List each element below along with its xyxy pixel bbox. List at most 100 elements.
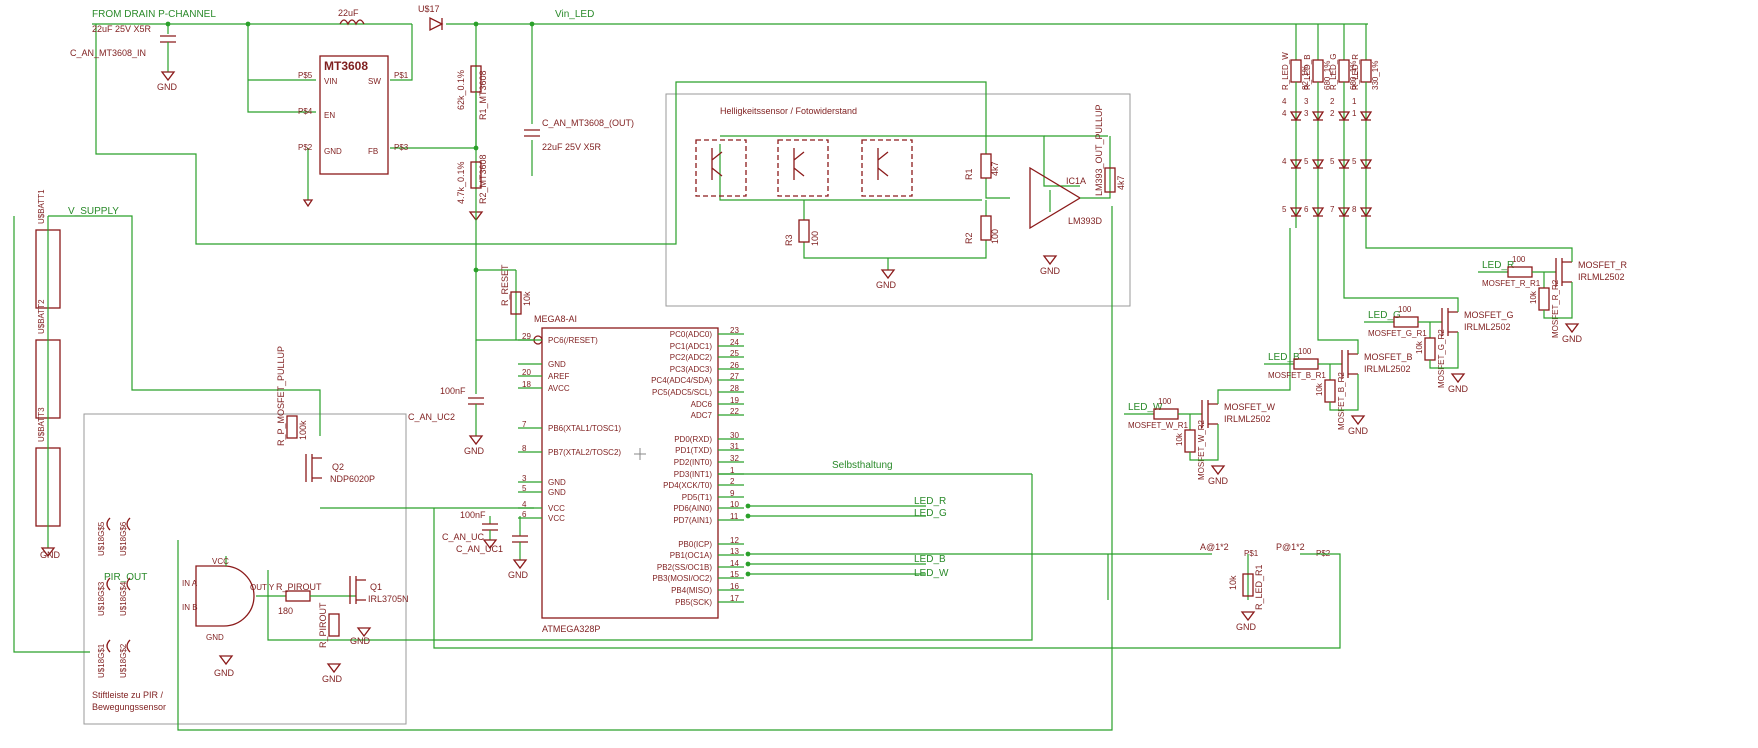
mosfet-part: IRLML2502 [1578,272,1625,282]
cap-uc1-gnd: GND [508,570,529,580]
mcu-right-pin-label: ADC6 [691,400,713,409]
gate-in-a: IN A [182,579,198,588]
mosfet-pulldown-name: MOSFET_W_R2 [1197,419,1206,480]
mcu-left-pin-label: VCC [548,514,565,523]
led-diode-icon [1289,207,1303,218]
led-resistor-name: R_LED_G [1329,54,1338,90]
mosfet-gate-value: 100 [1512,255,1526,264]
connector-b: P@1*2 [1276,542,1305,552]
mcu-right-pin-label: PD2(INT0) [674,458,713,467]
mcu-right-pin-label: PD6(AIN0) [673,504,712,513]
mcu-left-pin-number: 4 [522,500,527,509]
cap-uc1-name: C_AN_UC1 [456,544,503,554]
header-4: U$18G$4 [119,581,128,616]
led-diode-icon [1311,207,1325,218]
mosfet-gate-name: MOSFET_G_R1 [1368,329,1427,338]
net-led-g-mcu: LED_G [914,508,947,519]
gate-gnd-label: GND [214,668,235,678]
and-gate-icon [195,556,286,666]
mosfet-name: MOSFET_G [1464,310,1514,320]
battery-stack [13,215,321,653]
mt3608-pad-3: P$3 [394,143,409,152]
mcu-right-pin-label: PC5(ADC5/SCL) [652,388,712,397]
mt3608-chip [319,55,389,175]
mosfet-gate-name: MOSFET_B_R1 [1268,371,1326,380]
opamp-pullup-name: LM393_OUT_PULLUP [1094,104,1104,196]
mcu-right-pin-label: PB5(SCK) [675,598,712,607]
mcu-wiring [177,206,1341,731]
led-diode-number: 7 [1330,205,1335,214]
mosfet-drain-wire [1365,228,1573,262]
q1-mosfet-icon [349,576,372,638]
led-diode-icon [1289,111,1303,122]
q2-pullup-name: R_P_MOSFET_PULLUP [276,346,286,446]
gate-gnd: GND [206,633,224,642]
cap-in [160,35,176,82]
mt3608-pin-en: EN [324,111,335,120]
led-resistor [1338,59,1350,83]
mosfet-gnd-icon [1450,373,1466,384]
mt3608-pin-fb: FB [368,147,378,156]
cap-uc-value: 100nF [460,510,486,520]
mcu-right-pin-number: 12 [730,536,739,545]
net-from-drain: FROM DRAIN P-CHANNEL [92,9,216,20]
q2-part: NDP6020P [330,474,375,484]
header-5: U$18G$5 [97,521,106,556]
cap-out-name: C_AN_MT3608_(OUT) [542,118,634,128]
mosfet-drain-wire [1217,228,1291,404]
q1-name: Q1 [370,582,382,592]
sensor-r1-name: R1 [964,168,974,180]
mcu-right-pin-number: 17 [730,594,739,603]
led-resistor-name: R_LED_R [1351,54,1360,90]
mcu-right-pin-label: PC0(ADC0) [670,330,713,339]
mcu-right-pin-number: 26 [730,361,739,370]
pir-frame [83,413,407,725]
mosfet-pulldown-name: MOSFET_G_R2 [1437,329,1446,388]
mcu-left-pin-number: 8 [522,444,527,453]
mosfet-pulldown-resistor [1324,379,1336,403]
mcu-right-pin-label: PD4(XCK/T0) [663,481,712,490]
led-resistor-value: 680_1% [1349,61,1358,90]
connector-r-name: R_LED_R1 [1254,564,1264,610]
mosfet-pulldown-name: MOSFET_R_R2 [1551,279,1560,338]
mcu-right-pin-number: 15 [730,570,739,579]
gate-out-y: OUT Y [250,583,275,592]
mosfet-gnd-label: GND [1448,384,1469,394]
led-resistor [1290,59,1302,83]
mt3608-pad-2: P$2 [298,143,313,152]
mosfet-icon [1555,258,1572,286]
mosfet-gate-value: 100 [1298,347,1312,356]
r-pirout [285,590,356,674]
cap-in-name: C_AN_MT3608_IN [70,48,146,58]
mt3608-pin-sw: SW [368,77,381,86]
led-resistor-name: R_LED_W [1281,52,1290,90]
mcu-left-pin-label: VCC [548,504,565,513]
mcu-right-pin-number: 11 [730,512,739,521]
mcu-cap-uc2 [468,340,484,446]
mosfet-drain-wire [1343,228,1459,312]
mosfet-net-label: LED_B [1268,352,1300,363]
opamp-pullup [1104,167,1116,193]
mosfet-gnd-icon [1350,415,1366,426]
mcu-right-pin-label: PB4(MISO) [671,586,712,595]
led-resistor-value: 82_1% [1301,65,1310,90]
led-column-number: 4 [1282,97,1287,106]
cap-out [524,129,540,137]
mcu-left-pin-label: AREF [548,372,569,381]
mcu-right-pin-number: 32 [730,454,739,463]
pir-frame-title-1: Stiftleiste zu PIR / [92,690,164,700]
mcu-right-pin-number: 23 [730,326,739,335]
mcu-right-pin-number: 24 [730,338,739,347]
connector-r-value: 10k [1228,575,1238,590]
mcu-right-pin-number: 13 [730,547,739,556]
r-pirout-value: 180 [278,606,293,616]
mcu-right-pin-label: PC3(ADC3) [670,365,713,374]
led-resistor-value: 330_1% [1371,61,1380,90]
sensor-r2 [980,215,992,241]
connector-gnd: GND [1236,622,1257,632]
mcu-left-pin-label: PB7(XTAL2/TOSC2) [548,448,621,457]
r2-mt-value: 4.7k_0.1% [456,161,466,204]
mosfet-gnd-label: GND [1562,334,1583,344]
phototransistor-1-icon [695,139,747,197]
